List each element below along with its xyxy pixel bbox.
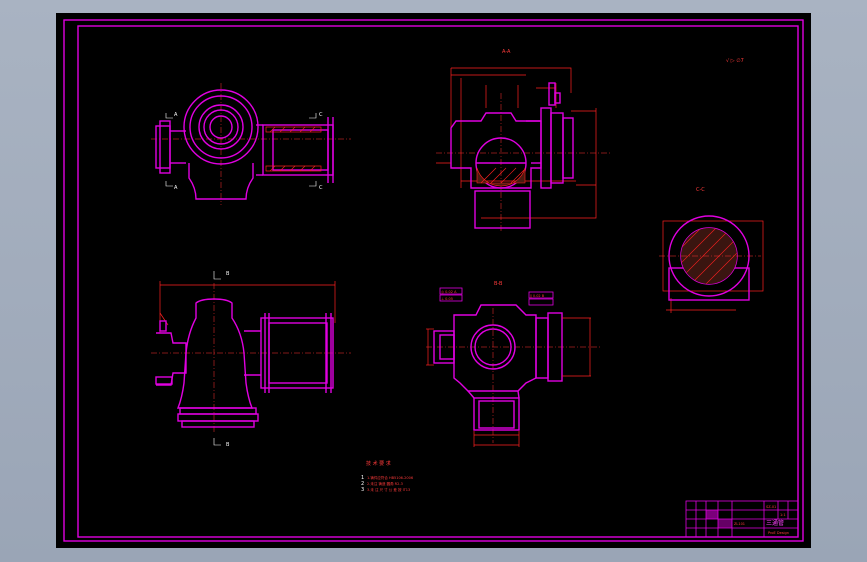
tech-req-line-2: 2.未注 铸造 圆角 R2-3 [367, 481, 403, 486]
section-bb-view[interactable] [426, 287, 601, 447]
cut-label-b-bottom: B [226, 442, 230, 448]
tolerance-frame-4 [528, 298, 554, 306]
tech-req-marker-3: 3 [361, 487, 364, 493]
title-block-scale: 1:1 [780, 513, 786, 517]
tolerance-frame-1 [439, 287, 463, 295]
cut-label-a-top: A [174, 112, 178, 118]
side-view[interactable] [151, 271, 351, 446]
tech-req-marker-1: 1 [361, 475, 364, 481]
roughness-note: √ ▷ ∅7 [726, 58, 744, 64]
tech-req-marker-2: 2 [361, 481, 364, 487]
outer-border [63, 19, 804, 542]
tolerance-frame-2-text: ⊥ 0.05 [441, 297, 453, 301]
section-bb-title: B-B [494, 281, 503, 287]
cut-label-c-top: C [319, 112, 323, 118]
front-view[interactable] [151, 83, 351, 205]
cut-label-c-bottom: C [319, 185, 323, 191]
title-block[interactable] [685, 500, 799, 538]
tech-req-line-1: 1.铸件应符合 HB5106-2006 [367, 475, 413, 480]
section-cc-view[interactable] [659, 215, 764, 313]
title-block-drawing-no: SZ-01 [766, 505, 776, 509]
title-block-part-name: 三通管 [766, 519, 784, 527]
cut-label-b-top: B [226, 271, 230, 277]
tolerance-frame-1-text: ◎ 0.02 A [441, 290, 457, 294]
title-block-company: ProE Design [768, 531, 789, 535]
tolerance-frame-2 [439, 294, 463, 302]
inner-border [77, 25, 799, 538]
tolerance-frame-3-text: ∥ 0.02 B [530, 294, 545, 298]
cut-label-a-bottom: A [174, 185, 178, 191]
cad-drawing-viewport[interactable]: A A C C A-A [56, 13, 811, 548]
drawing-sheet: A A C C A-A [63, 19, 804, 542]
tech-req-heading: 技 术 要 求 [366, 460, 391, 467]
section-aa-view[interactable] [436, 67, 611, 233]
title-block-material: ZL101 [734, 522, 745, 526]
tolerance-frame-3 [528, 291, 554, 299]
tech-req-line-3: 3.未 注 尺 寸 公 差 按 IT13 [367, 487, 410, 492]
section-cc-title: C-C [696, 187, 705, 193]
section-aa-title: A-A [502, 49, 511, 55]
